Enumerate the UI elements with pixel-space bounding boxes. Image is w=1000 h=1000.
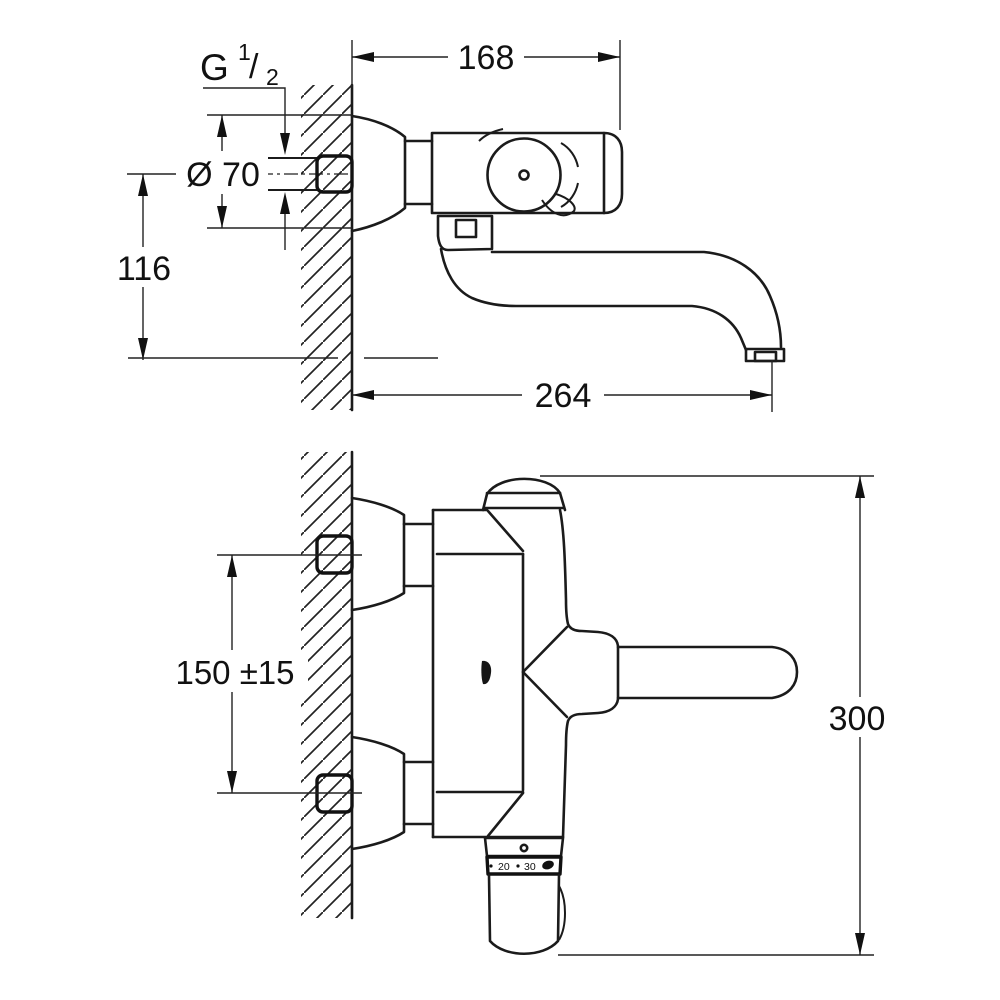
spacing-arrow-up xyxy=(227,555,237,577)
drop-arrow-up xyxy=(138,174,148,196)
height-arrow-up xyxy=(855,476,865,498)
wall-hatching-front xyxy=(301,452,352,918)
chevron-lower xyxy=(521,670,569,719)
proj-value: 168 xyxy=(458,39,515,77)
proj-text-mask xyxy=(448,39,524,75)
knob-shading-arc-right-bottom xyxy=(560,182,579,208)
knob-body xyxy=(487,873,561,956)
spout-upper-edge xyxy=(490,250,783,349)
panel-chamfer-top xyxy=(486,509,525,553)
dia-arrow-down xyxy=(217,206,227,228)
dia-value: Ø 70 xyxy=(186,156,260,194)
panel-chamfer-bottom xyxy=(486,791,525,838)
bracket-tab xyxy=(454,218,478,239)
side-view: G 1 / 2 Ø 70 116 xyxy=(106,39,786,415)
lever-handle xyxy=(616,645,799,700)
spacing-value: 150 ±15 xyxy=(175,654,294,691)
drop-arrow-down xyxy=(138,338,148,360)
reach-value: 264 xyxy=(535,377,592,415)
thermostat-knob-circle xyxy=(486,137,562,213)
knob-side-bulge xyxy=(558,885,566,941)
dia-arrow-up xyxy=(217,115,227,137)
dome-cap xyxy=(481,477,567,512)
proj-arrow-left xyxy=(352,52,374,62)
dimension-overall-height: 300 xyxy=(540,475,896,956)
dimension-projection: 168 xyxy=(351,39,621,130)
index-dot xyxy=(519,843,529,853)
aerator-inner xyxy=(753,350,778,363)
thread-size-label: G 1 / 2 xyxy=(200,39,279,90)
height-arrow-down xyxy=(855,933,865,955)
knob-shading-arc-right-top xyxy=(560,142,579,168)
escutcheon-cone xyxy=(350,114,407,233)
brand-logo-mark xyxy=(481,660,492,685)
spacing-arrow-down xyxy=(227,771,237,793)
knob-housing xyxy=(483,836,565,858)
height-text-mask xyxy=(820,697,896,737)
escutcheon-top xyxy=(350,496,406,612)
temperature-scale-marks: 20 30 xyxy=(489,860,554,873)
scale-dot-2 xyxy=(516,864,520,868)
spout-lower-edge xyxy=(439,247,748,352)
reach-arrow-right xyxy=(750,390,772,400)
escutcheon-bottom xyxy=(350,735,406,851)
body-right-edge-with-boss xyxy=(558,508,620,839)
wall-hatching xyxy=(301,85,352,410)
scale-label-20: 20 xyxy=(498,861,510,873)
front-view: 20 30 150 ±15 300 xyxy=(162,450,896,956)
dimension-thread: G 1 / 2 xyxy=(200,39,290,250)
proj-arrow-right xyxy=(598,52,620,62)
dimension-outlet-drop: 116 xyxy=(106,173,438,360)
temperature-scale-ring xyxy=(485,855,563,876)
scale-dot-1 xyxy=(489,864,493,868)
dia-text-mask xyxy=(179,151,268,194)
dimension-spout-reach: 264 xyxy=(352,360,773,415)
reach-text-mask xyxy=(522,377,604,414)
reach-arrow-left xyxy=(352,390,374,400)
lever-tip-curve xyxy=(541,193,576,217)
spacing-text-mask xyxy=(162,650,308,692)
safety-stop-button xyxy=(542,860,554,870)
union-nut xyxy=(315,154,354,194)
knob-shading-arc-left xyxy=(478,128,504,142)
dimension-escutcheon-diameter: Ø 70 xyxy=(179,114,352,229)
thread-arrow-up xyxy=(280,192,290,214)
thread-leader-line xyxy=(203,87,286,133)
drop-value: 116 xyxy=(117,250,171,288)
mixer-body xyxy=(430,131,624,215)
height-value: 300 xyxy=(829,700,886,738)
drop-text-mask xyxy=(106,247,181,287)
knob-center-dot xyxy=(518,169,530,181)
scale-label-30: 30 xyxy=(524,861,536,873)
chevron-upper xyxy=(521,625,569,674)
spout-bracket xyxy=(436,214,494,252)
dimension-inlet-spacing: 150 ±15 xyxy=(162,555,308,793)
thread-arrow-down xyxy=(280,133,290,155)
